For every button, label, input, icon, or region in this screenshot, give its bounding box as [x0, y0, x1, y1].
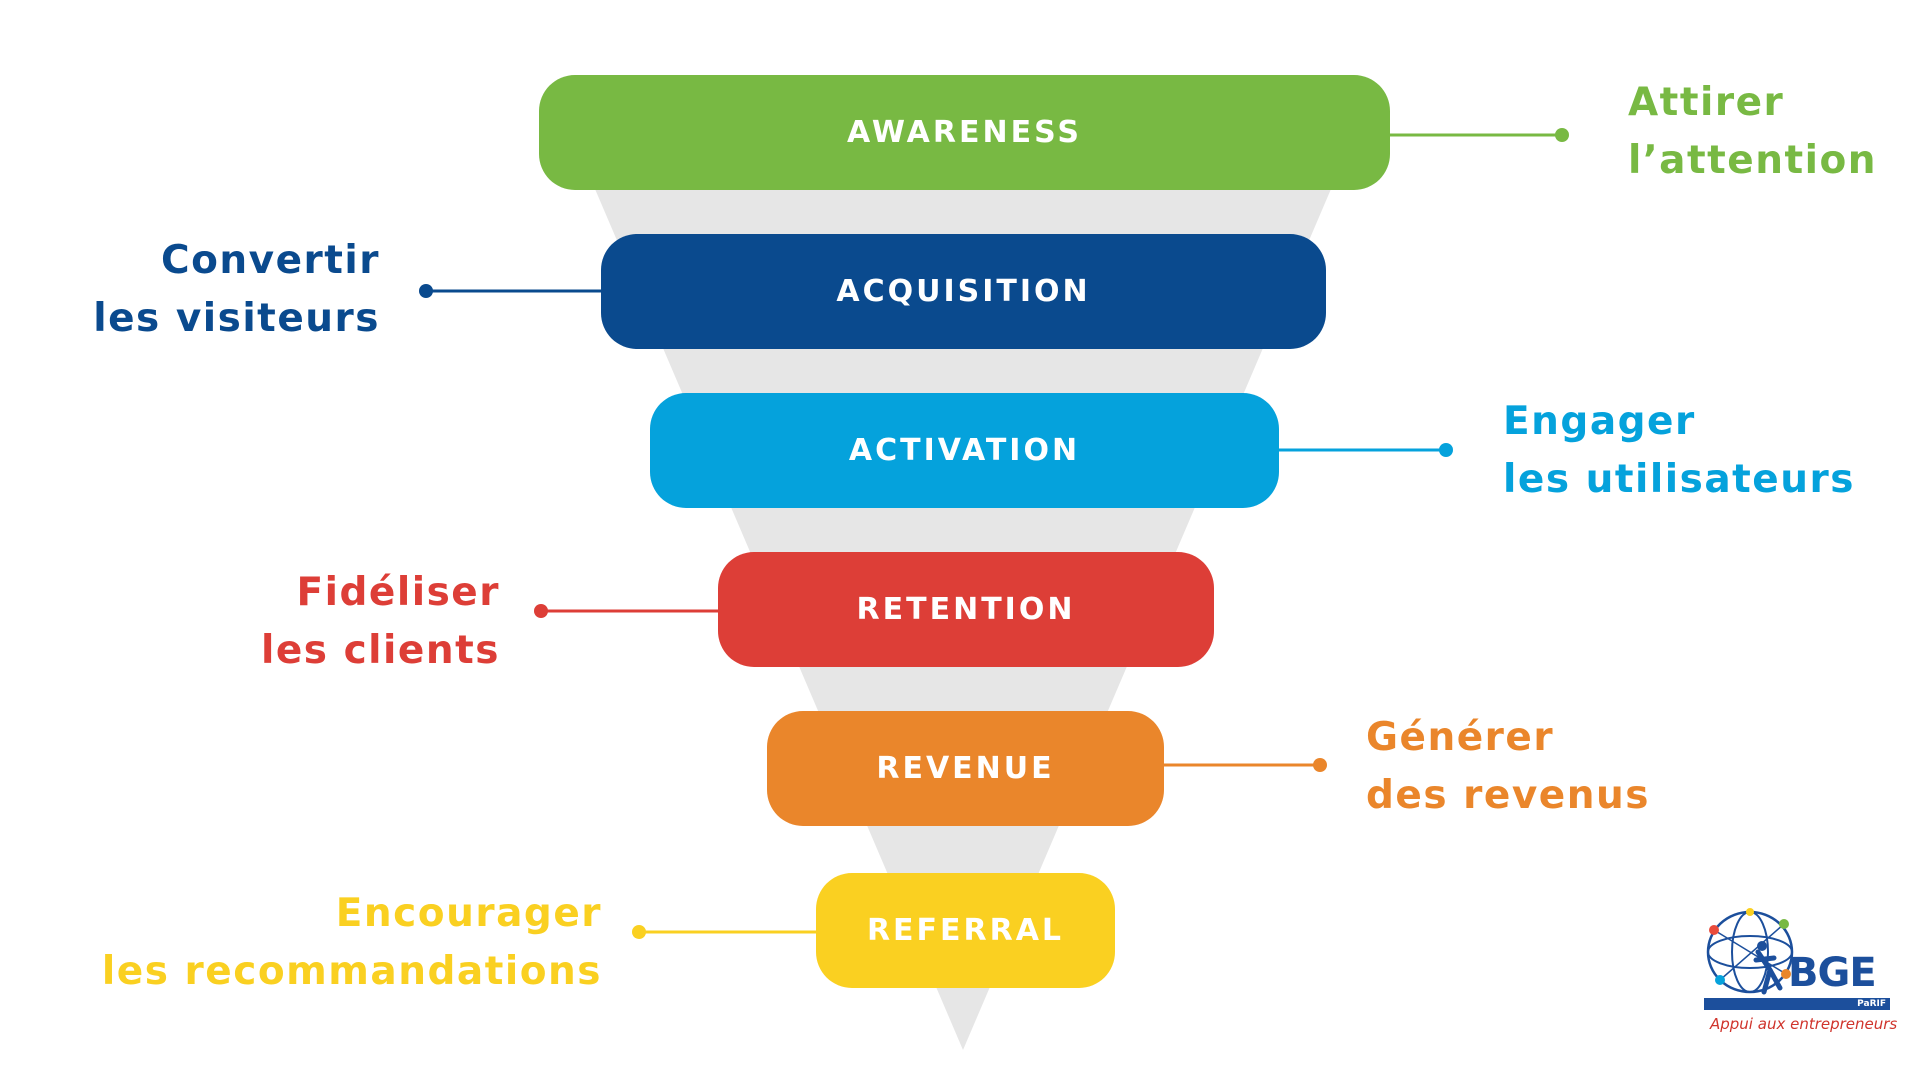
annotation-activation: Engager les utilisateurs: [1503, 393, 1855, 509]
stage-awareness: AWARENESS: [539, 75, 1390, 190]
logo-band: [1704, 998, 1890, 1010]
annotation-revenue-line1: Générer: [1366, 715, 1555, 760]
logo-name: BGE: [1788, 950, 1877, 996]
connector-dot-acquisition: [419, 284, 433, 298]
stage-activation: ACTIVATION: [650, 393, 1279, 508]
annotation-acquisition: Convertir les visiteurs: [93, 232, 380, 348]
annotation-awareness-line2: l’attention: [1628, 138, 1878, 183]
annotation-awareness-line1: Attirer: [1628, 80, 1785, 125]
annotation-referral: Encourager les recommandations: [102, 885, 602, 1001]
connector-dot-revenue: [1313, 758, 1327, 772]
stage-acquisition-label: ACQUISITION: [836, 274, 1091, 309]
stage-referral: REFERRAL: [816, 873, 1115, 988]
annotation-revenue: Générer des revenus: [1366, 709, 1650, 825]
stage-revenue-label: REVENUE: [876, 751, 1055, 786]
annotation-revenue-line2: des revenus: [1366, 773, 1650, 818]
annotation-retention: Fidéliser les clients: [261, 564, 500, 680]
annotation-awareness: Attirer l’attention: [1628, 74, 1877, 190]
logo-sub: PaRIF: [1857, 999, 1886, 1009]
annotation-activation-line1: Engager: [1503, 399, 1696, 444]
annotation-retention-line2: les clients: [260, 628, 500, 673]
annotation-retention-line1: Fidéliser: [296, 570, 500, 615]
stage-awareness-label: AWARENESS: [847, 115, 1082, 150]
globe-network-icon: [1706, 908, 1794, 995]
connector-dot-retention: [534, 604, 548, 618]
connector-dot-referral: [632, 925, 646, 939]
stage-retention: RETENTION: [718, 552, 1214, 667]
annotation-referral-line2: les recommandations: [101, 949, 602, 994]
bge-logo: BGE PaRIF Appui aux entrepreneurs: [1700, 900, 1900, 1040]
annotation-acquisition-line2: les visiteurs: [93, 296, 380, 341]
connector-dot-activation: [1439, 443, 1453, 457]
stage-acquisition: ACQUISITION: [601, 234, 1326, 349]
stage-revenue: REVENUE: [767, 711, 1164, 826]
logo-tagline: Appui aux entrepreneurs: [1710, 1015, 1898, 1033]
stage-referral-label: REFERRAL: [866, 913, 1065, 948]
connector-dot-awareness: [1555, 128, 1569, 142]
stage-retention-label: RETENTION: [856, 592, 1076, 627]
annotation-referral-line1: Encourager: [335, 891, 602, 936]
annotation-acquisition-line1: Convertir: [160, 238, 380, 283]
annotation-activation-line2: les utilisateurs: [1503, 457, 1855, 502]
stage-activation-label: ACTIVATION: [848, 433, 1081, 468]
